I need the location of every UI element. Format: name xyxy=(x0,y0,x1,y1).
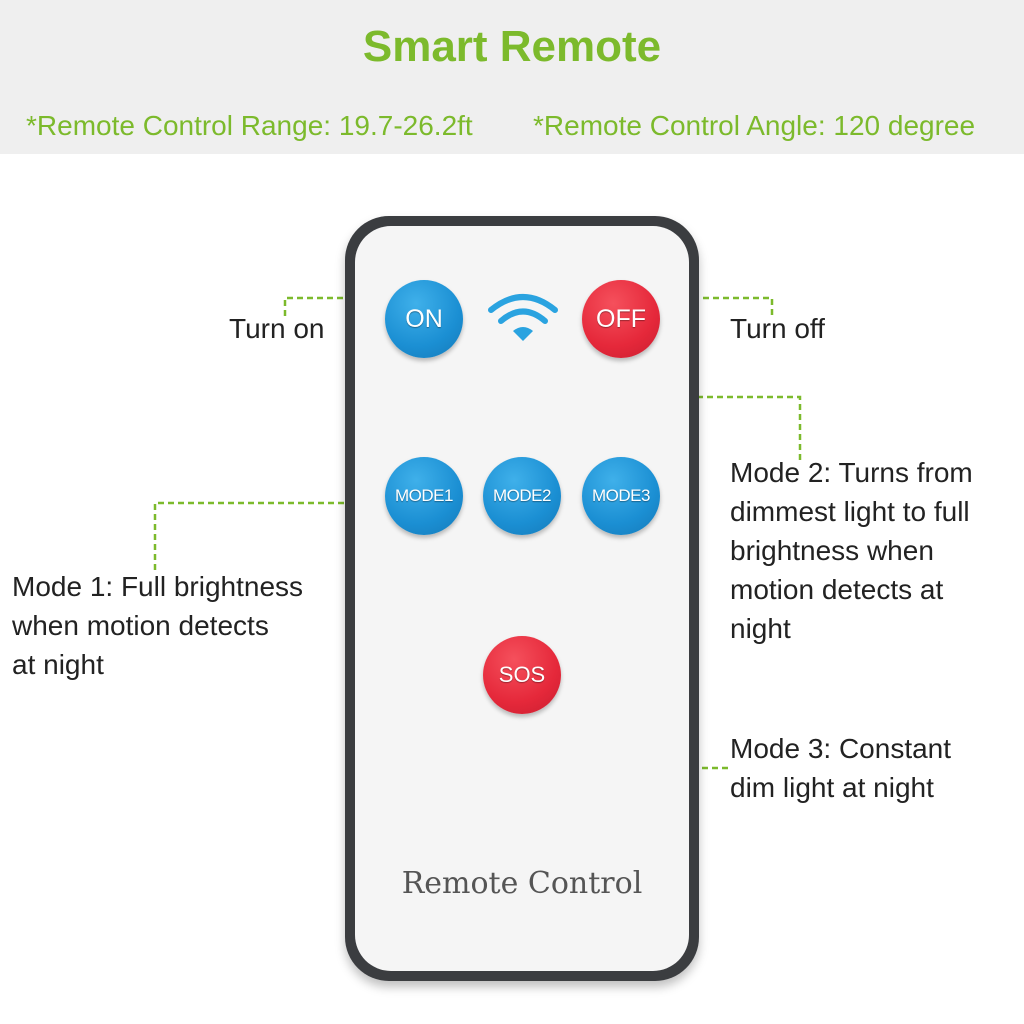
mode2-button[interactable]: MODE2 xyxy=(483,457,561,535)
off-button-label: OFF xyxy=(596,304,646,333)
remote-label: Remote Control xyxy=(401,866,643,901)
page-title: Smart Remote xyxy=(362,22,662,71)
callout-mode2-line: brightness when xyxy=(730,535,934,566)
callout-mode2-line: motion detects at xyxy=(730,574,944,605)
mode1-button-label: MODE1 xyxy=(395,486,453,505)
mode3-button[interactable]: MODE3 xyxy=(582,457,660,535)
angle-spec: *Remote Control Angle: 120 degree xyxy=(533,110,976,141)
range-spec: *Remote Control Range: 19.7-26.2ft xyxy=(26,110,473,141)
callout-mode1: Mode 1: Full brightness when motion dete… xyxy=(12,567,303,684)
callout-mode2-line: dimmest light to full xyxy=(730,496,970,527)
off-button[interactable]: OFF xyxy=(582,280,660,358)
callout-mode3-line: Mode 3: Constant xyxy=(730,733,952,764)
on-button-label: ON xyxy=(405,304,443,333)
on-button[interactable]: ON xyxy=(385,280,463,358)
callout-mode1-line: Mode 1: Full brightness xyxy=(12,571,304,602)
callout-turn-off: Turn off xyxy=(730,313,825,344)
callout-mode3-line: dim light at night xyxy=(730,772,934,803)
callout-mode1-line: when motion detects xyxy=(12,610,269,641)
connector-mode1 xyxy=(153,501,400,570)
callout-mode1-line: at night xyxy=(12,649,104,680)
callout-mode2-line: Mode 2: Turns from xyxy=(730,457,973,488)
sos-button[interactable]: SOS xyxy=(483,636,561,714)
wifi-signal-icon xyxy=(488,294,558,341)
mode1-button[interactable]: MODE1 xyxy=(385,457,463,535)
callout-mode3: Mode 3: Constant dim light at night xyxy=(730,729,951,807)
connector-on xyxy=(283,296,418,316)
callout-mode2: Mode 2: Turns from dimmest light to full… xyxy=(730,453,973,648)
sos-button-label: SOS xyxy=(498,662,546,687)
header-banner: Smart Remote *Remote Control Range: 19.7… xyxy=(0,0,1024,154)
mode2-button-label: MODE2 xyxy=(493,486,551,505)
mode3-button-label: MODE3 xyxy=(592,486,650,505)
callout-turn-on: Turn on xyxy=(229,313,325,344)
callout-mode2-line: night xyxy=(730,613,791,644)
